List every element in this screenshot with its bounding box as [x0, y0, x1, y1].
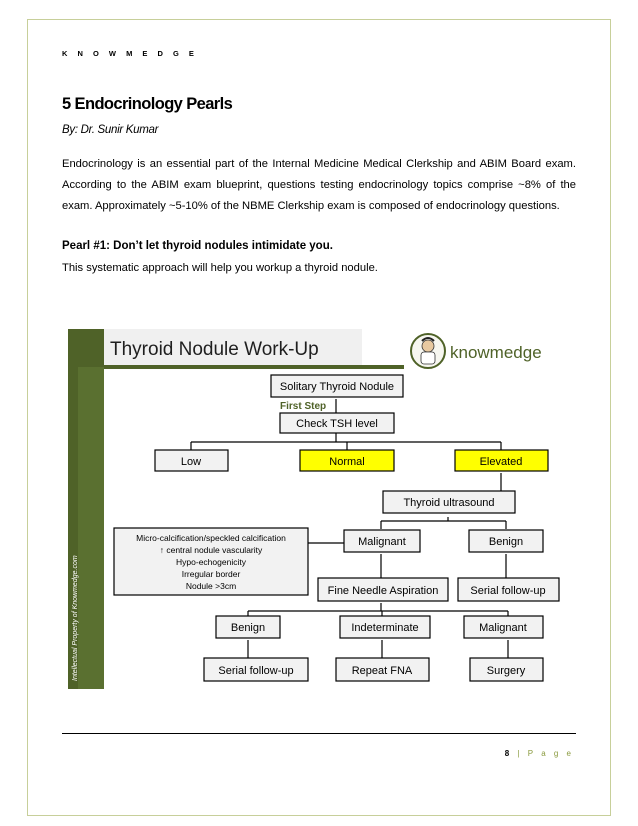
logo-text: knowmedge [450, 343, 542, 362]
svg-text:Malignant: Malignant [358, 536, 406, 548]
svg-text:Benign: Benign [231, 622, 265, 634]
brand-header: K N O W M E D G E [62, 49, 198, 58]
node-thyroid-ultrasound: Thyroid ultrasound [383, 491, 515, 513]
svg-text:Low: Low [181, 456, 201, 468]
svg-text:Serial follow-up: Serial follow-up [218, 665, 293, 677]
node-us-serial-followup: Serial follow-up [458, 578, 559, 601]
intro-paragraph: Endocrinology is an essential part of th… [62, 154, 576, 217]
page-label: | P a g e [517, 749, 574, 758]
svg-text:Fine Needle Aspiration: Fine Needle Aspiration [328, 585, 439, 597]
node-us-malignant: Malignant [344, 530, 420, 552]
node-surgery: Surgery [470, 658, 543, 681]
pearl-1-text: This systematic approach will help you w… [62, 262, 378, 274]
node-normal: Normal [300, 450, 394, 471]
node-indeterminate: Indeterminate [340, 616, 430, 638]
node-us-benign: Benign [469, 530, 543, 552]
flowchart-sidebar-inner [78, 367, 104, 689]
feature-1: Micro-calcification/speckled calcificati… [136, 533, 286, 543]
node-repeat-fna: Repeat FNA [336, 658, 429, 681]
svg-text:Solitary Thyroid Nodule: Solitary Thyroid Nodule [280, 381, 394, 393]
node-fna: Fine Needle Aspiration [318, 578, 448, 601]
thyroid-flowchart: Intellectual Property of Knowmedge.com T… [68, 329, 578, 691]
node-fna-benign: Benign [216, 616, 280, 638]
article-title: 5 Endocrinology Pearls [62, 95, 232, 114]
svg-text:Elevated: Elevated [480, 456, 523, 468]
flowchart-title: Thyroid Nodule Work-Up [110, 339, 319, 360]
feature-4: Irregular border [182, 569, 241, 579]
first-step-label: First Step [280, 401, 326, 412]
node-fna-malignant: Malignant [464, 616, 543, 638]
vertical-credit-text: Intellectual Property of Knowmedge.com [72, 555, 79, 681]
svg-text:Repeat FNA: Repeat FNA [352, 665, 413, 677]
ultrasound-features-box: Micro-calcification/speckled calcificati… [114, 528, 308, 595]
feature-3: Hypo-echogenicity [176, 557, 247, 567]
svg-text:Normal: Normal [329, 456, 364, 468]
node-elevated: Elevated [455, 450, 548, 471]
pearl-1-heading: Pearl #1: Don’t let thyroid nodules inti… [62, 240, 333, 252]
node-solitary-nodule: Solitary Thyroid Nodule [271, 375, 403, 397]
svg-text:Benign: Benign [489, 536, 523, 548]
svg-text:Serial follow-up: Serial follow-up [470, 585, 545, 597]
svg-text:Indeterminate: Indeterminate [351, 622, 418, 634]
svg-text:Check TSH level: Check TSH level [296, 418, 378, 430]
author-byline: By: Dr. Sunir Kumar [62, 124, 158, 136]
svg-text:Malignant: Malignant [479, 622, 527, 634]
svg-text:Thyroid ultrasound: Thyroid ultrasound [403, 497, 494, 509]
page-number: 8 [505, 749, 512, 758]
footer-divider [62, 733, 576, 734]
knowmedge-logo: knowmedge [411, 334, 542, 368]
feature-2: ↑ central nodule vascularity [160, 545, 263, 555]
node-fna-serial-followup: Serial follow-up [204, 658, 308, 681]
svg-text:Surgery: Surgery [487, 665, 526, 677]
node-check-tsh: Check TSH level [280, 413, 394, 433]
node-low: Low [155, 450, 228, 471]
page-footer: 8 | P a g e [505, 749, 574, 758]
feature-5: Nodule >3cm [186, 581, 236, 591]
